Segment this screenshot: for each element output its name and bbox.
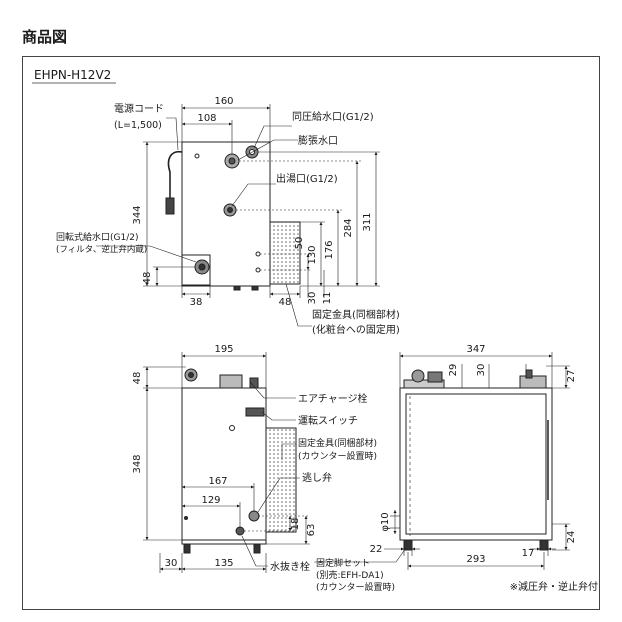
rotary-inlet-note: (フィルタ、逆止弁内蔵) (56, 244, 147, 255)
side-view-body (399, 387, 553, 541)
dim-293: 293 (466, 554, 485, 565)
dim-311: 311 (362, 212, 373, 231)
dim-130: 130 (307, 245, 318, 264)
hot-outlet-label: 出湯口(G1/2) (276, 172, 338, 185)
dim-18: 18 (290, 518, 301, 531)
dim-108: 108 (197, 113, 216, 124)
side-view-dims (314, 352, 570, 570)
side-view (399, 369, 553, 551)
dim-48a: 48 (142, 272, 153, 285)
dim-347: 347 (466, 344, 485, 355)
power-cord-label: 電源コード (114, 102, 164, 115)
dim-48c: 48 (132, 372, 143, 385)
fixing-leg-label: 固定脚セット (316, 557, 370, 569)
dim-195: 195 (214, 344, 233, 355)
air-charge-plug-icon (219, 374, 243, 389)
dim-38: 38 (190, 297, 203, 308)
dim-24: 24 (566, 531, 577, 544)
dim-129: 129 (201, 495, 220, 506)
drain-plug-icon (235, 526, 245, 536)
dim-160: 160 (214, 96, 233, 107)
run-switch-label: 運転スイッチ (298, 415, 358, 427)
dim-63: 63 (306, 524, 317, 537)
dim-176: 176 (324, 240, 335, 259)
same-pressure-inlet-label: 同圧給水口(G1/2) (292, 110, 374, 123)
rotary-inlet-label: 回転式給水口(G1/2) (56, 231, 138, 243)
dim-29: 29 (448, 364, 459, 377)
relief-valve-label: 逃し弁 (302, 471, 332, 484)
relief-valve-icon (248, 510, 260, 522)
top-view-dims (96, 104, 380, 327)
front-view-dims (143, 352, 310, 573)
dim-11: 11 (322, 292, 333, 305)
fixing-leg-note2: (カウンター設置時) (316, 581, 395, 593)
dim-22: 22 (370, 544, 383, 555)
dim-284: 284 (343, 218, 354, 237)
dim-17: 17 (522, 548, 535, 559)
expansion-port-label: 膨張水口 (298, 134, 338, 147)
dim-348: 348 (132, 454, 143, 473)
power-cord-length: (L=1,500) (114, 120, 162, 131)
run-switch-icon (245, 407, 265, 417)
top-view-bracket (269, 221, 301, 285)
top-view (165, 141, 301, 291)
fixing-bracket2-note: (カウンター設置時) (298, 450, 377, 462)
footnote: ※減圧弁・逆止弁付 (510, 580, 598, 593)
drain-plug-label: 水抜き栓 (270, 560, 310, 573)
fixing-bracket-note: (化粧台への固定用) (312, 323, 400, 336)
drawing-frame (22, 56, 600, 610)
page-heading: 商品図 (22, 28, 68, 46)
dim-344: 344 (132, 205, 143, 224)
dim-30b: 30 (165, 558, 178, 569)
dim-30a: 30 (307, 292, 318, 305)
dim-135: 135 (214, 558, 233, 569)
front-view (181, 368, 297, 554)
fixing-bracket2-label: 固定金具(同梱部材) (298, 437, 377, 449)
dim-50: 50 (294, 237, 305, 250)
fixing-bracket-label: 固定金具(同梱部材) (312, 308, 400, 321)
dim-48b: 48 (279, 297, 292, 308)
dim-27: 27 (566, 370, 577, 383)
dim-phi10: φ10 (380, 512, 391, 531)
fixing-leg-note1: (別売:EFH-DA1) (316, 569, 384, 581)
model-name: EHPN-H12V2 (34, 68, 111, 82)
power-plug-icon (165, 197, 175, 215)
air-charge-plug-label: エアチャージ栓 (298, 392, 368, 405)
dim-167: 167 (208, 476, 227, 487)
dim-30c: 30 (476, 364, 487, 377)
front-view-bracket (265, 427, 297, 533)
